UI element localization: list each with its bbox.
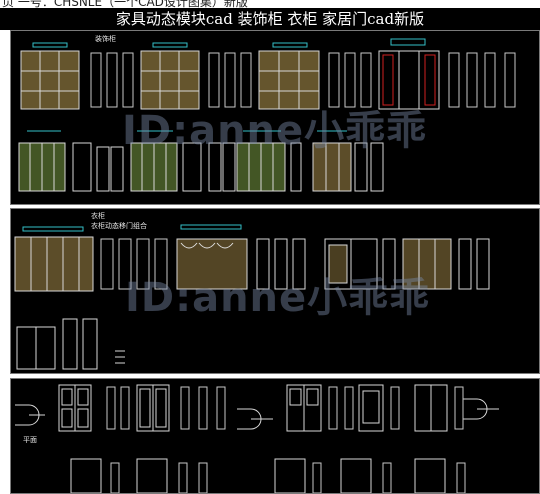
caption-fragment: 页 一号：CHSNLE（一个CAD设计图集）新版 <box>2 0 248 8</box>
page-title: 家具动态模块cad 装饰柜 衣柜 家居门cad新版 <box>0 8 540 30</box>
side-sections-row1 <box>90 52 516 108</box>
wardrobe-elevation-3 <box>324 238 490 290</box>
caption-strip: 页 一号：CHSNLE（一个CAD设计图集）新版 <box>0 0 540 8</box>
cad-sheet-wardrobes: 衣柜 衣柜动态移门组合 <box>10 208 540 374</box>
door-plans <box>15 398 499 430</box>
cad-sheet-decorative-cabinets: 装饰柜 <box>10 30 540 205</box>
cabinet-drawings-top <box>18 38 516 192</box>
door-drawings <box>15 384 499 493</box>
wardrobe-drawings <box>14 224 490 370</box>
wardrobe-elevation-1 <box>14 226 94 292</box>
cad-sheet-doors: 平面 <box>10 378 540 494</box>
cabinet-elevation-3 <box>258 42 320 110</box>
sheet-label-a: 衣柜 <box>91 212 105 220</box>
sheet-label: 平面 <box>23 436 37 444</box>
door-sections <box>106 386 466 493</box>
wardrobe-detail <box>16 318 125 370</box>
wardrobe-sections-1 <box>100 238 168 290</box>
wardrobe-elevation-2 <box>176 224 306 290</box>
cabinet-elevations-row2 <box>18 142 384 192</box>
cabinet-elevation-4 <box>378 38 440 110</box>
sheet-label-b: 衣柜动态移门组合 <box>91 222 147 230</box>
cabinet-elevation-1 <box>20 42 80 110</box>
sheet-label: 装饰柜 <box>95 35 116 43</box>
cabinet-elevation-2 <box>140 42 200 110</box>
door-elevations <box>58 384 448 493</box>
